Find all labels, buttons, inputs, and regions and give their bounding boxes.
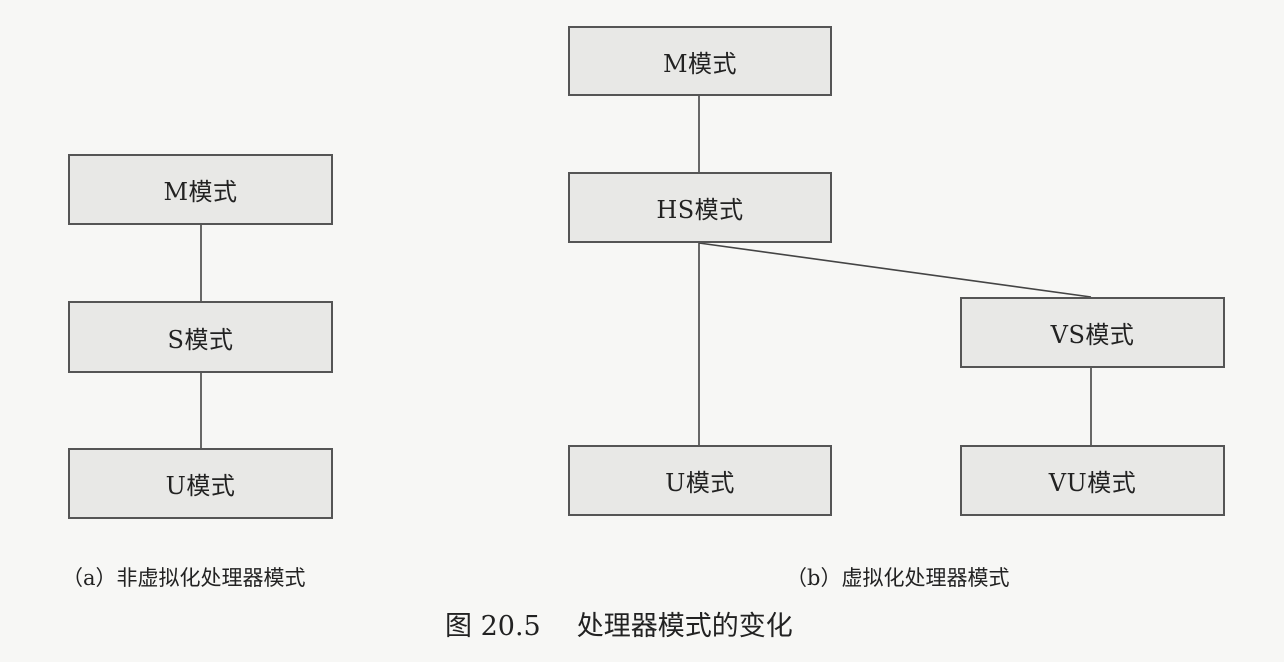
b-m-mode-label: M模式 xyxy=(662,49,738,78)
b-hs-mode-label: HS模式 xyxy=(656,196,744,224)
a-s-mode-box: S模式 xyxy=(68,301,333,373)
b-vs-mode-label: VS模式 xyxy=(1050,321,1135,349)
b-hs-mode-box: HS模式 xyxy=(568,172,832,243)
connector-b-hs-to-vs xyxy=(698,242,1092,298)
b-u-mode-label: U模式 xyxy=(665,469,735,497)
b-vu-mode-label: VU模式 xyxy=(1048,469,1137,497)
a-s-mode-label: S模式 xyxy=(167,325,234,354)
b-vu-mode-box: VU模式 xyxy=(960,445,1225,516)
b-vs-mode-box: VS模式 xyxy=(960,297,1225,368)
b-u-mode-box: U模式 xyxy=(568,445,832,516)
figure-title-line: 图 20.5 处理器模式的变化 xyxy=(445,604,793,643)
figure-number: 图 20.5 xyxy=(445,611,541,642)
a-m-mode-box: M模式 xyxy=(68,154,333,225)
b-m-mode-box: M模式 xyxy=(568,26,832,96)
a-m-mode-label: M模式 xyxy=(163,178,238,206)
caption-b: （b）虚拟化处理器模式 xyxy=(786,566,1010,590)
figure-title: 处理器模式的变化 xyxy=(576,611,793,642)
caption-a: （a）非虚拟化处理器模式 xyxy=(62,566,306,590)
a-u-mode-box: U模式 xyxy=(68,448,333,519)
a-u-mode-label: U模式 xyxy=(165,472,236,500)
